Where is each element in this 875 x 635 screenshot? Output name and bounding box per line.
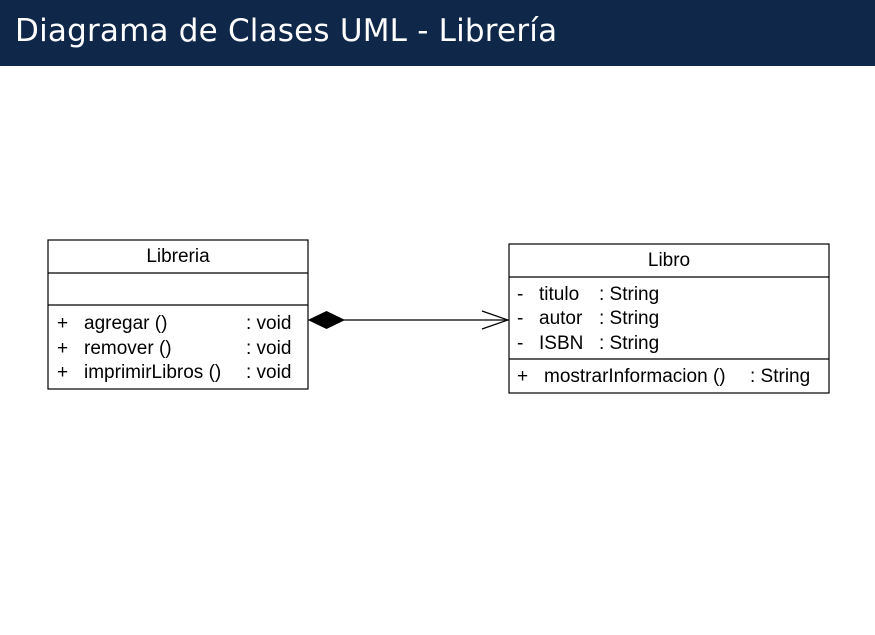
- class-libreria: Libreria + agregar () : void + remover (…: [47, 239, 309, 390]
- page-title: Diagrama de Clases UML - Librería: [15, 13, 558, 49]
- class-libreria-name: Libreria: [146, 246, 210, 267]
- libro-attr-2-type: : String: [599, 333, 659, 354]
- libreria-op-2-name: imprimirLibros (): [84, 362, 221, 383]
- libro-attr-2-name: ISBN: [539, 333, 583, 354]
- libreria-op-1-name: remover (): [84, 338, 172, 359]
- libreria-op-0-visibility: +: [57, 313, 68, 334]
- libro-attr-1-visibility: -: [517, 308, 523, 329]
- composition-relationship: [307, 310, 510, 330]
- libro-attr-0-visibility: -: [517, 284, 523, 305]
- libreria-op-2-visibility: +: [57, 362, 68, 383]
- libro-attr-1-type: : String: [599, 308, 659, 329]
- libro-attr-2-visibility: -: [517, 333, 523, 354]
- class-libro-name: Libro: [648, 250, 690, 271]
- class-libreria-box: [47, 239, 309, 390]
- libreria-op-1-type: : void: [246, 338, 291, 359]
- class-libro-box: [508, 243, 830, 394]
- libro-op-0-visibility: +: [517, 366, 528, 387]
- title-bar: Diagrama de Clases UML - Librería: [0, 0, 875, 66]
- libreria-op-1-visibility: +: [57, 338, 68, 359]
- libro-attr-0-name: titulo: [539, 284, 579, 305]
- navigability-arrowhead-icon: [481, 310, 510, 330]
- libro-op-0-type: : String: [750, 366, 810, 387]
- class-libro: Libro - titulo : String - autor : String…: [508, 243, 830, 394]
- libreria-op-0-name: agregar (): [84, 313, 167, 334]
- libreria-op-2-type: : void: [246, 362, 291, 383]
- libro-op-0-name: mostrarInformacion (): [544, 366, 726, 387]
- composition-diamond-icon: [307, 310, 346, 330]
- libro-attr-1-name: autor: [539, 308, 583, 329]
- libreria-op-0-type: : void: [246, 313, 291, 334]
- libro-attr-0-type: : String: [599, 284, 659, 305]
